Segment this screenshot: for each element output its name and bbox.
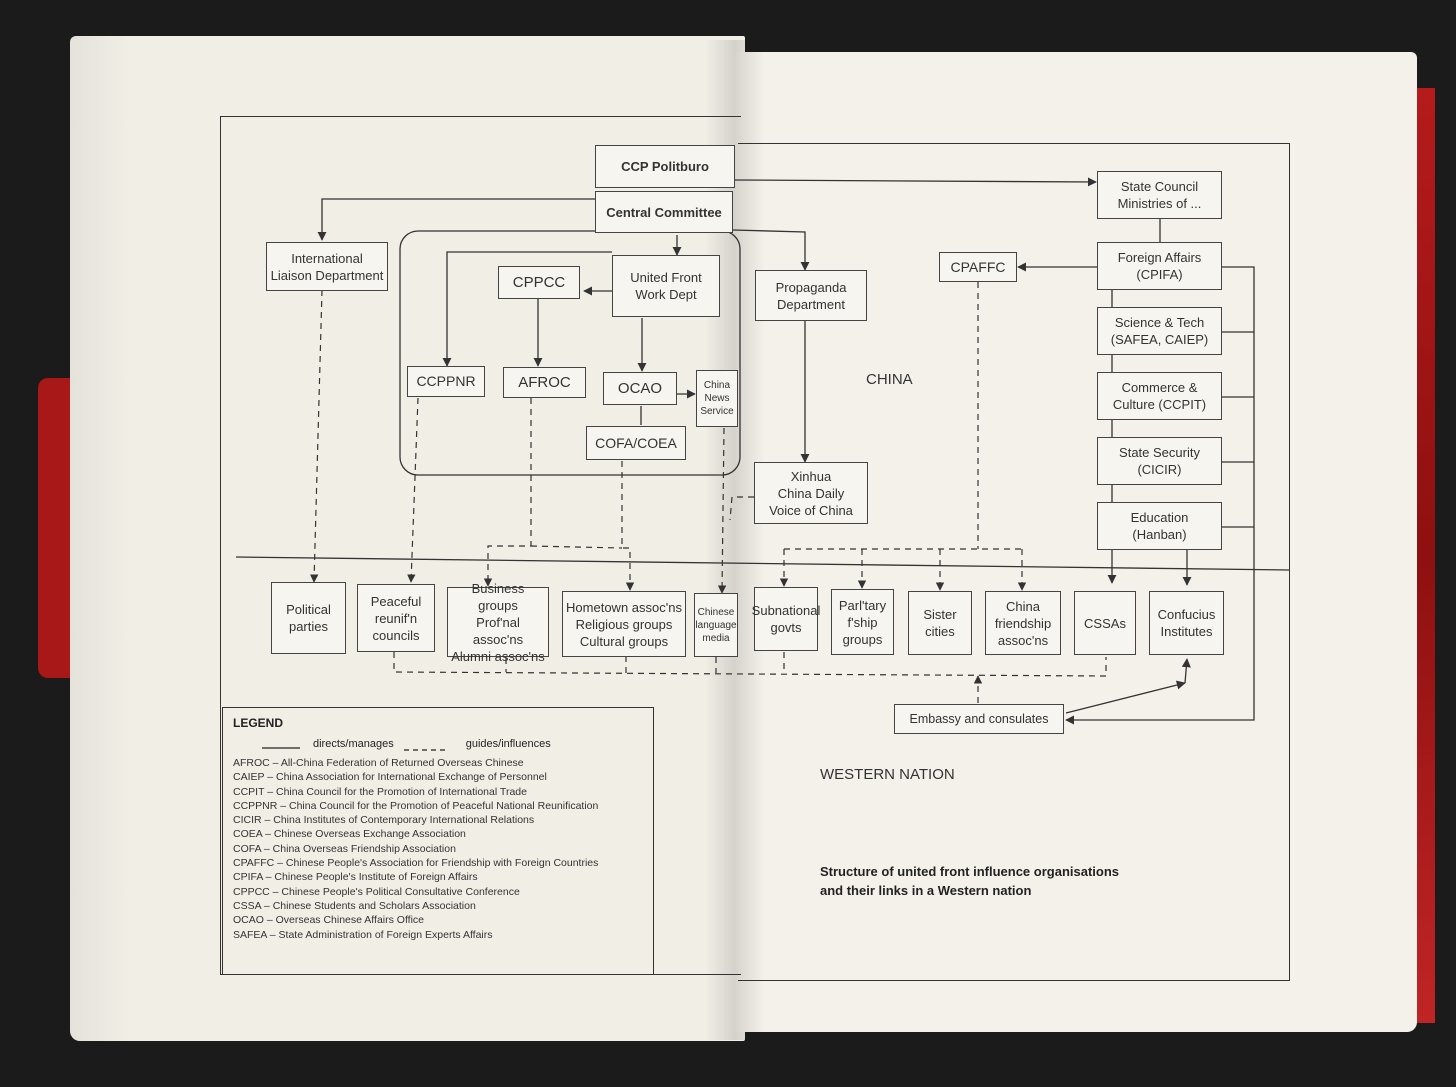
node-parliamentary-groups: Parl'tary f'ship groups <box>831 589 894 655</box>
node-ccp-politburo: CCP Politburo <box>595 145 735 188</box>
node-education: Education (Hanban) <box>1097 502 1222 550</box>
node-cpaffc: CPAFFC <box>939 252 1017 282</box>
legend-item: CSSA – Chinese Students and Scholars Ass… <box>233 899 476 912</box>
figure-caption: Structure of united front influence orga… <box>820 862 1119 900</box>
node-ccppnr: CCPPNR <box>407 366 485 397</box>
node-foreign-affairs: Foreign Affairs (CPIFA) <box>1097 242 1222 290</box>
node-sister-cities: Sister cities <box>908 591 972 655</box>
legend-dashed-label: guides/influences <box>465 738 551 750</box>
node-china-news-service: China News Service <box>696 370 738 427</box>
node-cssas: CSSAs <box>1074 591 1136 655</box>
right-page <box>735 52 1417 1032</box>
ufwd-system-group <box>399 230 741 476</box>
region-label-china: CHINA <box>866 371 913 388</box>
legend-solid-label: directs/manages <box>313 738 394 750</box>
node-embassy: Embassy and consulates <box>894 704 1064 734</box>
legend-item: AFROC – All-China Federation of Returned… <box>233 757 524 769</box>
node-propaganda: Propaganda Department <box>755 270 867 321</box>
legend: LEGEND directs/manages guides/influences… <box>222 707 654 975</box>
legend-item: CCPPNR – China Council for the Promotion… <box>233 799 599 812</box>
legend-item: CPPCC – Chinese People's Political Consu… <box>233 885 520 898</box>
node-peaceful-reunification: Peaceful reunif'n councils <box>357 584 435 652</box>
node-business-groups: Business groups Prof'nal assoc'ns Alumni… <box>447 581 549 664</box>
legend-item: COEA – Chinese Overseas Exchange Associa… <box>233 828 466 841</box>
region-label-western: WESTERN NATION <box>820 766 955 783</box>
node-international-liaison: International Liaison Department <box>266 242 388 291</box>
region-divider <box>235 556 1290 571</box>
node-commerce: Commerce & Culture (CCPIT) <box>1097 372 1222 420</box>
legend-item: COFA – China Overseas Friendship Associa… <box>233 842 456 855</box>
node-hometown-assocs: Hometown assoc'ns Religious groups Cultu… <box>562 591 686 657</box>
legend-item: CPAFFC – Chinese People's Association fo… <box>233 857 599 870</box>
legend-key: directs/manages guides/influences <box>235 738 643 750</box>
node-ufwd: United Front Work Dept <box>612 255 720 317</box>
node-afroc: AFROC <box>503 367 586 398</box>
legend-item-list: AFROC – All-China Federation of Returned… <box>233 756 643 942</box>
node-cofa-coea: COFA/COEA <box>586 426 686 460</box>
node-central-committee: Central Committee <box>595 191 733 233</box>
legend-item: CICIR – China Institutes of Contemporary… <box>233 814 535 827</box>
legend-title: LEGEND <box>233 716 284 730</box>
node-confucius-institutes: Confucius Institutes <box>1149 591 1224 655</box>
node-xinhua: Xinhua China Daily Voice of China <box>754 462 868 524</box>
legend-item: CCPIT – China Council for the Promotion … <box>233 785 527 798</box>
node-chinese-media: Chinese language media <box>694 593 738 657</box>
node-friendship-assocs: China friendship assoc'ns <box>985 591 1061 655</box>
node-state-security: State Security (CICIR) <box>1097 437 1222 485</box>
legend-item: CPIFA – Chinese People's Institute of Fo… <box>233 871 478 884</box>
caption-line-1: Structure of united front influence orga… <box>820 864 1120 879</box>
legend-item: OCAO – Overseas Chinese Affairs Office <box>233 914 425 927</box>
caption-line-2: and their links in a Western nation <box>820 883 1032 898</box>
node-science-tech: Science & Tech (SAFEA, CAIEP) <box>1097 307 1222 355</box>
node-cppcc: CPPCC <box>498 266 580 299</box>
legend-item: CAIEP – China Association for Internatio… <box>233 771 547 784</box>
diagram-frame-right <box>738 143 1290 981</box>
node-subnational-govts: Subnational govts <box>752 587 820 651</box>
legend-item: SAFEA – State Administration of Foreign … <box>233 928 493 941</box>
node-political-parties: Political parties <box>271 582 346 654</box>
node-ocao: OCAO <box>603 372 677 405</box>
node-state-council: State Council Ministries of ... <box>1097 171 1222 219</box>
